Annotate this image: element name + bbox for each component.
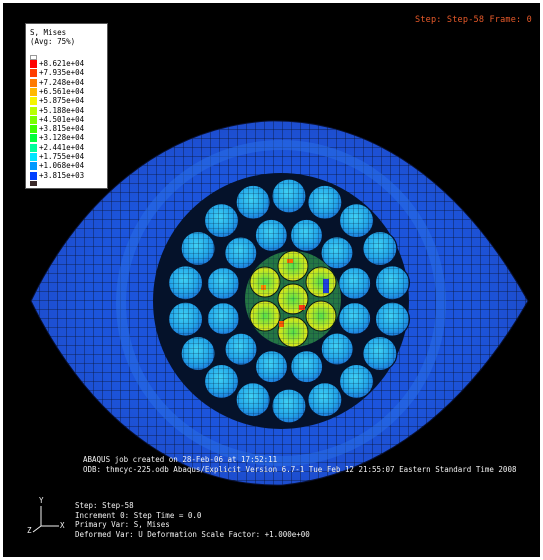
legend-swatch xyxy=(30,153,37,161)
strand-mesh xyxy=(290,219,323,252)
legend-entry: +4.501e+04 xyxy=(30,114,106,124)
strand-mesh xyxy=(375,265,410,300)
legend-value: +3.128e+04 xyxy=(39,133,85,143)
legend-entry: +2.441e+04 xyxy=(30,142,106,152)
legend-entry: +5.875e+04 xyxy=(30,96,106,106)
strand-mesh xyxy=(168,302,203,337)
legend-value: +1.755e+04 xyxy=(39,152,85,161)
legend-swatch xyxy=(30,60,37,68)
strand-mesh xyxy=(290,350,323,383)
axis-x-label: X xyxy=(60,521,65,530)
strand-mesh xyxy=(375,302,410,337)
legend-entry: +1.068e+04 xyxy=(30,161,106,171)
outer-strand-ring xyxy=(168,178,410,424)
legend-swatch xyxy=(30,69,37,78)
legend-swatch xyxy=(30,97,37,106)
strand-mesh xyxy=(225,333,257,366)
legend-swatch xyxy=(30,78,37,87)
legend-value: +7.248e+04 xyxy=(39,77,85,87)
increment-line: Increment 0: Step Time = 0.0 xyxy=(75,510,202,520)
legend-entry: +7.248e+04 xyxy=(30,77,106,87)
strand-mesh xyxy=(204,364,239,399)
legend-value: +4.501e+04 xyxy=(39,114,85,124)
strand-mesh xyxy=(168,265,203,300)
legend-swatch xyxy=(30,106,37,115)
deformed-var-line: Deformed Var: U Deformation Scale Factor… xyxy=(75,529,310,539)
legend-swatch xyxy=(30,134,37,143)
strand-mesh xyxy=(207,267,240,300)
legend-averaging: (Avg: 75%) xyxy=(30,37,76,46)
legend-value: +6.561e+04 xyxy=(39,86,85,96)
strand-mesh xyxy=(338,302,371,335)
legend-value: +7.935e+04 xyxy=(39,68,85,78)
legend-swatch xyxy=(30,115,37,124)
strand-mesh xyxy=(339,364,374,399)
core-strands xyxy=(245,250,341,348)
strand-mesh xyxy=(236,185,271,220)
legend-entry: +5.188e+04 xyxy=(30,105,106,115)
strand-mesh xyxy=(255,350,288,383)
legend-entry: +8.621e+04 xyxy=(30,59,106,68)
legend-swatch xyxy=(30,143,37,152)
strand-mesh xyxy=(321,333,354,365)
middle-strand-ring xyxy=(206,218,372,384)
strand-mesh xyxy=(338,267,371,300)
strand-mesh xyxy=(272,389,306,423)
legend-swatch xyxy=(30,171,37,180)
legend-entry: +7.935e+04 xyxy=(30,68,106,78)
legend-value: +8.621e+04 xyxy=(39,59,85,68)
axis-triad: Y X Z xyxy=(27,496,69,535)
strand-mesh xyxy=(362,336,397,371)
job-created-line: ABAQUS job created on 28-Feb-06 at 17:52… xyxy=(83,455,278,464)
legend-value: +5.875e+04 xyxy=(39,96,85,106)
strand-mesh xyxy=(272,179,306,213)
strand-mesh xyxy=(321,236,353,269)
step-line: Step: Step-58 xyxy=(75,501,134,510)
triad-axes-icon xyxy=(32,506,59,533)
legend-entry: +1.755e+04 xyxy=(30,152,106,161)
legend-entry: +3.128e+04 xyxy=(30,133,106,143)
strand-mesh xyxy=(207,302,240,335)
legend-bottom-swatch xyxy=(30,180,106,189)
axis-y-label: Y xyxy=(39,496,44,505)
strand-mesh xyxy=(255,219,288,252)
legend-title: S, Mises xyxy=(30,28,67,37)
job-info: ABAQUS job created on 28-Feb-06 at 17:52… xyxy=(83,455,516,475)
strand-mesh xyxy=(204,203,239,238)
legend-swatch xyxy=(30,162,37,171)
legend-entry: +3.815e+03 xyxy=(30,170,106,180)
axis-z-label: Z xyxy=(27,526,32,535)
fe-model-view xyxy=(30,120,529,486)
strand-mesh xyxy=(339,203,374,238)
strand-mesh xyxy=(181,336,216,371)
legend-entry: +3.815e+04 xyxy=(30,124,106,134)
viewport[interactable]: S, Mises (Avg: 75%) +8.621e+04+7.935e+04… xyxy=(3,3,540,557)
legend-value: +1.068e+04 xyxy=(39,161,85,171)
primary-var-line: Primary Var: S, Mises xyxy=(75,520,170,529)
strand-mesh xyxy=(307,382,342,417)
legend-swatch xyxy=(30,125,37,134)
legend-value: +3.815e+03 xyxy=(39,170,85,180)
legend-value: +2.441e+04 xyxy=(39,142,85,152)
legend-top-swatch xyxy=(30,55,106,63)
legend-entry: +6.561e+04 xyxy=(30,86,106,96)
legend-swatch xyxy=(30,87,37,96)
strand-mesh xyxy=(307,185,342,220)
strand-mesh xyxy=(224,237,257,269)
strand-mesh xyxy=(181,231,216,266)
contour-legend: S, Mises (Avg: 75%) +8.621e+04+7.935e+04… xyxy=(25,23,108,189)
odb-info-line: ODB: thmcyc-225.odb Abaqus/Explicit Vers… xyxy=(83,465,517,474)
legend-value: +3.815e+04 xyxy=(39,124,85,134)
step-frame-indicator: Step: Step-58 Frame: 0 xyxy=(415,15,532,25)
strand-mesh xyxy=(362,231,397,266)
strand-mesh xyxy=(236,382,271,417)
legend-value: +5.188e+04 xyxy=(39,105,85,115)
step-info: Step: Step-58 Increment 0: Step Time = 0… xyxy=(75,501,310,539)
